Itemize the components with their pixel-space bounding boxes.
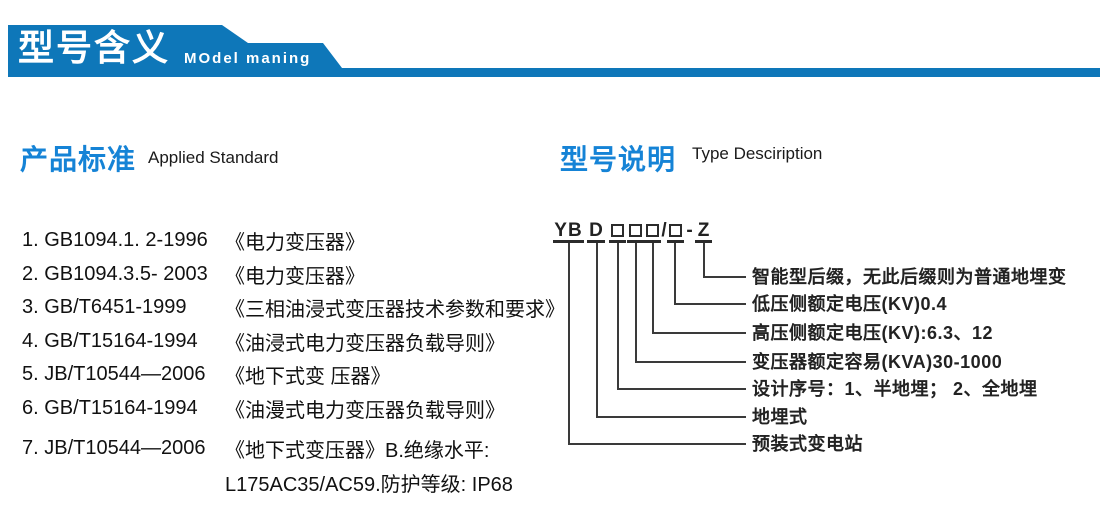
standard-item: 4. GB/T15164-1994 《油浸式电力变压器负载导则》 (22, 325, 542, 359)
leader-line-box4 (674, 243, 746, 305)
leader-line-z (703, 243, 746, 278)
model-part-label-design-serial: 设计序号：1、半地埋； 2、全地埋 (752, 379, 1038, 399)
standard-code: 7. JB/T10544—2006 (22, 437, 206, 460)
model-code-dash: - (686, 220, 693, 241)
model-code-box-3 (644, 222, 661, 243)
standard-title: 《电力变压器》 (225, 232, 365, 255)
standard-title: 《电力变压器》 (225, 265, 365, 288)
standard-item-continuation: L175AC35/AC59.防护等级: IP68 (22, 466, 542, 500)
model-code-box-2 (627, 222, 644, 243)
model-code-suffix-z: Z (695, 221, 712, 243)
applied-standard-heading: 产品标准 (20, 144, 137, 175)
standard-code: 6. GB/T15164-1994 (22, 396, 198, 419)
applied-standard-heading-english: Applied Standard (148, 148, 279, 167)
type-description-heading: 型号说明 (560, 144, 677, 175)
leader-line-box3 (652, 243, 746, 334)
page-title: 型号含义 (18, 27, 171, 68)
box-placeholder-icon (611, 224, 624, 237)
standard-code: 3. GB/T6451-1999 (22, 296, 187, 319)
model-code-box-1 (609, 222, 626, 243)
model-part-label-smart-suffix: 智能型后缀，无此后缀则为普通地埋变 (752, 267, 1067, 287)
standard-item: 5. JB/T10544—2006 《地下式变 压器》 (22, 358, 542, 392)
standard-title: 《油浸式电力变压器负载导则》 (225, 332, 505, 355)
standard-title-line2: L175AC35/AC59.防护等级: IP68 (225, 473, 513, 496)
model-part-label-rated-capacity: 变压器额定容易(KVA)30-1000 (752, 352, 1003, 372)
standard-item: 7. JB/T10544—2006 《地下式变压器》B.绝缘水平: (22, 432, 542, 466)
model-part-label-prefab-substation: 预装式变电站 (752, 434, 863, 454)
standard-item: 2. GB1094.3.5- 2003 《电力变压器》 (22, 258, 542, 292)
standard-title: 《地下式变压器》B.绝缘水平: (225, 440, 490, 463)
type-description-heading-english: Type Desciription (692, 144, 823, 163)
leader-line-box1 (617, 243, 746, 390)
standard-item: 3. GB/T6451-1999 《三相油浸式变压器技术参数和要求》 (22, 291, 565, 325)
standard-code: 5. JB/T10544—2006 (22, 363, 206, 386)
standard-code: 1. GB1094.1. 2-1996 (22, 229, 208, 252)
model-part-label-buried-type: 地埋式 (752, 407, 808, 427)
leader-line-yb (568, 243, 746, 445)
box-placeholder-icon (629, 224, 642, 237)
leader-line-d (596, 243, 746, 418)
standard-title: 《三相油浸式变压器技术参数和要求》 (225, 299, 565, 322)
box-placeholder-icon (646, 224, 659, 237)
standard-title: 《地下式变 压器》 (225, 366, 391, 389)
model-part-label-hv-voltage: 高压侧额定电压(KV):6.3、12 (752, 323, 994, 343)
model-part-label-lv-voltage: 低压侧额定电压(KV)0.4 (752, 294, 948, 314)
page-title-english: MOdel maning (184, 50, 312, 67)
model-code-box-4 (667, 222, 684, 243)
standard-item: 6. GB/T15164-1994 《油漫式电力变压器负载导则》 (22, 392, 542, 426)
standard-item: 1. GB1094.1. 2-1996 《电力变压器》 (22, 224, 542, 258)
box-placeholder-icon (669, 224, 682, 237)
model-code-letter-d: D (587, 221, 605, 243)
leader-line-box2 (635, 243, 746, 363)
standard-code: 4. GB/T15164-1994 (22, 329, 198, 352)
standards-list: 1. GB1094.1. 2-1996 《电力变压器》 2. GB1094.3.… (22, 224, 565, 500)
model-code-slash: / (661, 220, 667, 241)
standard-title: 《油漫式电力变压器负载导则》 (225, 399, 505, 422)
standard-code: 2. GB1094.3.5- 2003 (22, 262, 208, 285)
model-code-prefix-yb: YB (553, 220, 584, 243)
